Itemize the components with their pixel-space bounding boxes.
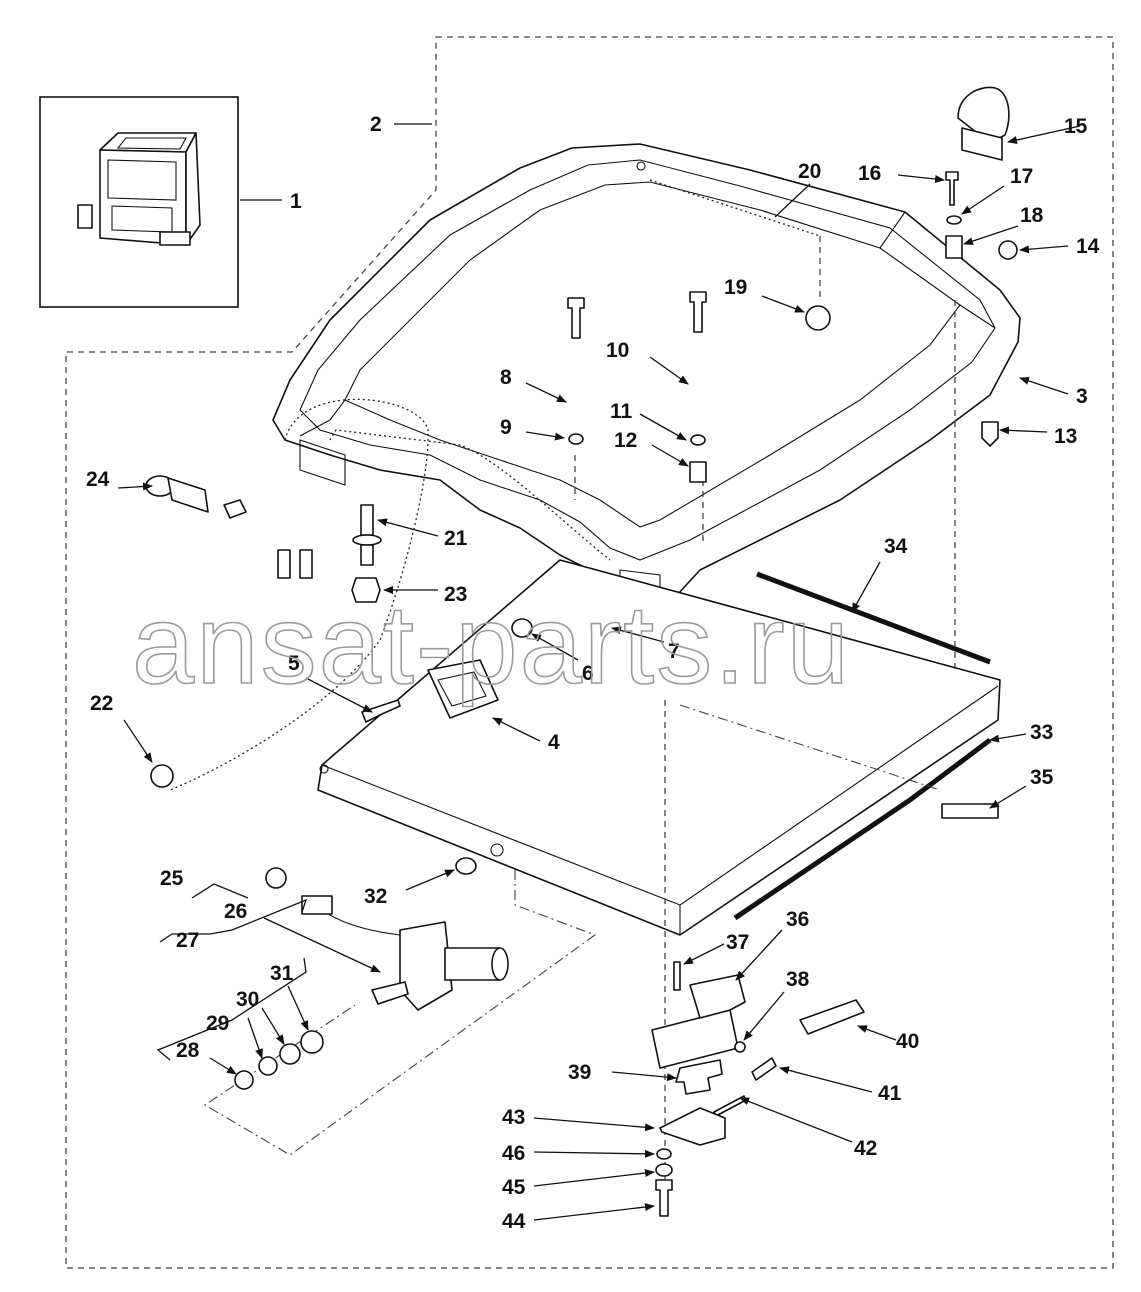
pin-37: [673, 961, 681, 991]
bolt-44: [655, 1179, 673, 1217]
dome-light-15: [957, 86, 1010, 161]
callout-21: 21: [444, 527, 468, 550]
callout-7: 7: [668, 640, 680, 663]
group-outline: [65, 36, 1114, 1269]
lamp-4: [427, 659, 499, 719]
callout-26: 26: [224, 900, 247, 923]
callout-24: 24: [86, 468, 110, 491]
callout-35: 35: [1030, 766, 1054, 789]
fuses: [277, 549, 313, 579]
callout-28: 28: [176, 1039, 200, 1062]
washer-17: [946, 215, 962, 225]
callout-labels: 1 2 3 4 5 6 7 8 9 10 11 12 13 14 15 16 1…: [86, 113, 1100, 1233]
callout-11: 11: [610, 400, 633, 423]
washer-46: [656, 1148, 672, 1160]
spacer-18: [945, 235, 963, 259]
callout-2: 2: [370, 113, 382, 136]
callout-31: 31: [270, 962, 294, 985]
callout-3: 3: [1076, 385, 1088, 408]
callout-13: 13: [1054, 425, 1077, 448]
callout-23: 23: [444, 583, 467, 606]
spacer-12: [689, 461, 707, 483]
callout-25: 25: [160, 867, 184, 890]
bolt-10: [689, 291, 707, 333]
plug-19: [805, 305, 831, 331]
spring-41: [751, 1057, 777, 1081]
callout-1: 1: [290, 190, 302, 213]
callout-33: 33: [1030, 721, 1053, 744]
pin-21: [352, 504, 382, 566]
pin-38: [734, 1041, 746, 1053]
screw-16: [945, 171, 959, 206]
floor-plate: [317, 559, 1001, 936]
cab-thumbnail: [77, 132, 201, 246]
callout-40: 40: [896, 1030, 919, 1053]
leader-lines: [117, 123, 1081, 1221]
switch-24: [145, 475, 247, 519]
callout-30: 30: [236, 988, 259, 1011]
callout-12: 12: [614, 429, 637, 452]
latch-43: [659, 1107, 726, 1146]
latch-bracket-36: [651, 974, 746, 1069]
seal-33: [733, 738, 992, 921]
washers-28-31: [234, 1030, 324, 1090]
callout-29: 29: [206, 1012, 229, 1035]
callout-15: 15: [1064, 115, 1088, 138]
callout-44: 44: [502, 1210, 526, 1233]
callout-20: 20: [798, 160, 821, 183]
callout-39: 39: [568, 1061, 591, 1084]
callout-6: 6: [582, 662, 594, 685]
callout-43: 43: [502, 1106, 525, 1129]
washer-11: [690, 434, 706, 446]
callout-4: 4: [548, 731, 560, 754]
washer-9: [568, 433, 584, 445]
clip-35: [941, 803, 999, 819]
callout-27: 27: [176, 929, 199, 952]
washer-32: [455, 857, 477, 875]
shim-39: [675, 1059, 723, 1095]
callout-42: 42: [854, 1137, 877, 1160]
callout-37: 37: [726, 931, 749, 954]
callout-16: 16: [858, 162, 881, 185]
grommet-22: [150, 764, 174, 788]
callout-5: 5: [288, 652, 300, 675]
callout-36: 36: [786, 908, 809, 931]
callout-46: 46: [502, 1142, 525, 1165]
roof-panel: [272, 143, 1021, 609]
callout-8: 8: [500, 366, 512, 389]
grommet-14: [998, 240, 1018, 260]
nut-6: [511, 618, 533, 638]
washer-45: [655, 1163, 673, 1177]
watermark: ansat-parts.ru: [132, 582, 851, 707]
callout-17: 17: [1010, 165, 1033, 188]
callout-10: 10: [606, 339, 629, 362]
callout-14: 14: [1076, 235, 1100, 258]
callout-38: 38: [786, 968, 810, 991]
callout-34: 34: [884, 535, 908, 558]
callout-19: 19: [724, 276, 747, 299]
bolt-8: [567, 297, 585, 339]
callout-32: 32: [364, 885, 387, 908]
callout-22: 22: [90, 692, 113, 715]
callout-45: 45: [502, 1176, 526, 1199]
callout-18: 18: [1020, 204, 1044, 227]
seal-34: [756, 571, 991, 665]
fitting-13: [981, 421, 999, 447]
screw-5: [361, 699, 401, 723]
wiper-motor-26: [265, 867, 509, 1011]
callout-41: 41: [878, 1082, 902, 1105]
nut-23: [351, 577, 381, 603]
handle-40: [799, 999, 865, 1035]
callout-9: 9: [500, 416, 512, 439]
